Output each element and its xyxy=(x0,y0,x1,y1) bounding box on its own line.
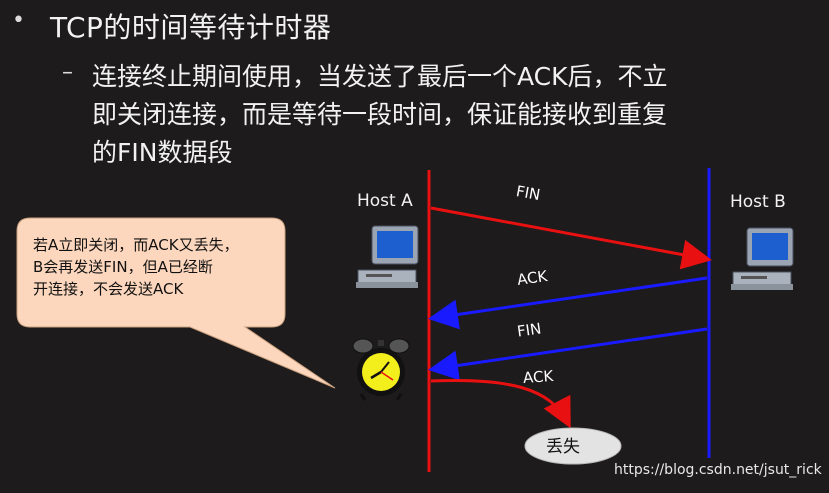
host-b-label: Host B xyxy=(730,192,786,212)
sub-bullet-dash: – xyxy=(62,60,73,85)
ack-arrow-b-to-a xyxy=(428,276,708,330)
lost-ellipse xyxy=(524,427,622,465)
lost-ack-arrow xyxy=(430,379,571,429)
callout-line-2: B会再发送FIN，但A已经断 xyxy=(33,258,213,276)
callout-bubble xyxy=(16,217,336,389)
description-line-1: 连接终止期间使用，当发送了最后一个ACK后，不立 xyxy=(92,62,668,91)
message-label-fin-2: FIN xyxy=(515,319,543,341)
alarm-clock-icon xyxy=(352,338,410,401)
fin-arrow-b-to-a xyxy=(428,327,708,381)
fin-arrow-a-to-b xyxy=(430,206,712,270)
computer-icon xyxy=(731,227,794,290)
description-line-2: 即关闭连接，而是等待一段时间，保证能接收到重复 xyxy=(92,100,668,129)
callout-text: 若A立即关闭，而ACK又丢失， B会再发送FIN，但A已经断 开连接，不会发送A… xyxy=(33,234,283,300)
page-title: TCP的时间等待计时器 xyxy=(50,11,332,44)
callout-line-1: 若A立即关闭，而ACK又丢失， xyxy=(33,236,239,254)
description-line-3: 的FIN数据段 xyxy=(92,138,233,167)
description: 连接终止期间使用，当发送了最后一个ACK后，不立 即关闭连接，而是等待一段时间，… xyxy=(92,58,792,172)
callout-line-3: 开连接，不会发送ACK xyxy=(33,280,184,298)
bullet-marker: • xyxy=(12,8,25,33)
message-label-ack-2: ACK xyxy=(522,366,554,388)
lost-label: 丢失 xyxy=(546,437,580,457)
watermark: https://blog.csdn.net/jsut_rick xyxy=(614,462,822,478)
computer-icon xyxy=(356,225,419,288)
host-a-label: Host A xyxy=(357,191,413,211)
